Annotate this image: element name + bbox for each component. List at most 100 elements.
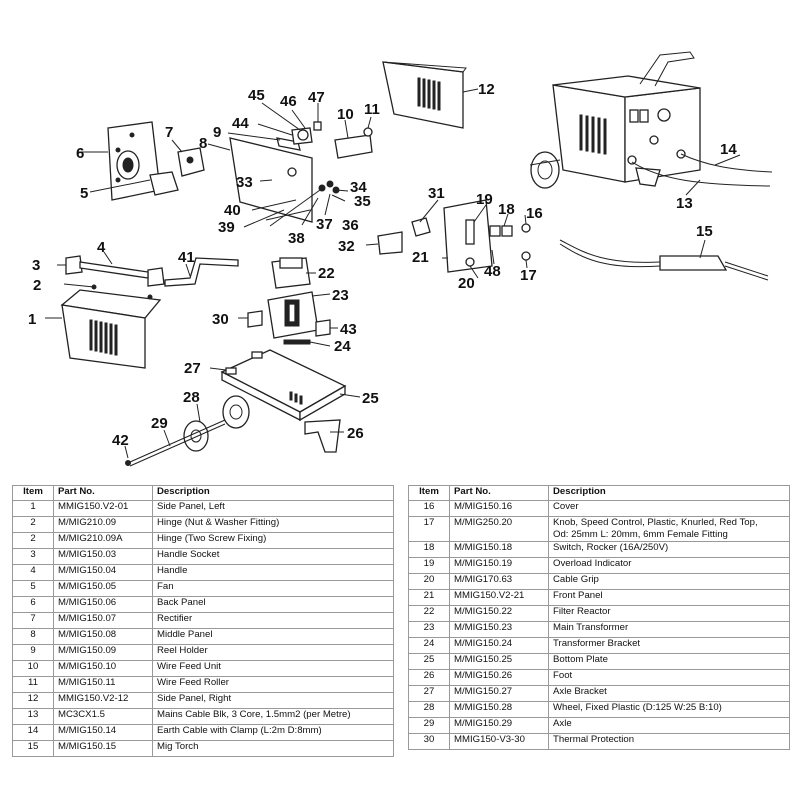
cell-part-no: M/MIG150.08 bbox=[53, 628, 153, 645]
callout-14: 14 bbox=[720, 141, 737, 158]
cell-description: Hinge (Two Screw Fixing) bbox=[152, 532, 394, 549]
cell-item: 27 bbox=[408, 685, 450, 702]
callout-44: 44 bbox=[232, 115, 249, 132]
cell-part-no: M/MIG150.23 bbox=[449, 621, 549, 638]
cell-description: Axle Bracket bbox=[548, 685, 790, 702]
cell-description: Main Transformer bbox=[548, 621, 790, 638]
cell-item: 11 bbox=[12, 676, 54, 693]
assembled-welder-drawing bbox=[529, 51, 701, 189]
cell-part-no: M/MIG250.20 bbox=[449, 516, 549, 542]
callout-6: 6 bbox=[76, 145, 84, 162]
cell-part-no: M/MIG150.05 bbox=[53, 580, 153, 597]
callout-23: 23 bbox=[332, 287, 349, 304]
header-part-no: Part No. bbox=[53, 485, 153, 501]
callout-45: 45 bbox=[248, 87, 265, 104]
cell-item: 4 bbox=[12, 564, 54, 581]
exploded-parts-diagram: 1 2 3 4 5 6 7 8 9 10 11 12 13 14 15 16 1… bbox=[28, 51, 773, 467]
callout-37: 37 bbox=[316, 216, 333, 233]
header-item: Item bbox=[12, 485, 54, 501]
cell-item: 14 bbox=[12, 724, 54, 741]
cell-description: Switch, Rocker (16A/250V) bbox=[548, 541, 790, 558]
mains-cable-drawing bbox=[631, 161, 771, 187]
callout-12: 12 bbox=[478, 81, 495, 98]
cell-description: Side Panel, Right bbox=[152, 692, 394, 709]
cell-item: 15 bbox=[12, 740, 54, 757]
cell-item: 1 bbox=[12, 500, 54, 517]
description-line: Od: 25mm L: 20mm, 6mm Female Fitting bbox=[553, 529, 728, 540]
callout-labels: 1 2 3 4 5 6 7 8 9 10 11 12 13 14 15 16 1… bbox=[28, 81, 737, 449]
cell-description: Reel Holder bbox=[152, 644, 394, 661]
callout-15: 15 bbox=[696, 223, 713, 240]
cell-description: Filter Reactor bbox=[548, 605, 790, 622]
callout-22: 22 bbox=[318, 265, 335, 282]
callout-34: 34 bbox=[350, 179, 367, 196]
callout-2: 2 bbox=[33, 277, 41, 294]
cell-description: Cable Grip bbox=[548, 573, 790, 590]
cell-part-no: M/MIG150.14 bbox=[53, 724, 153, 741]
cell-item: 24 bbox=[408, 637, 450, 654]
callout-48: 48 bbox=[484, 263, 501, 280]
cell-part-no: M/MIG150.24 bbox=[449, 637, 549, 654]
cell-item: 2 bbox=[12, 532, 54, 549]
cell-item: 12 bbox=[12, 692, 54, 709]
callout-17: 17 bbox=[520, 267, 537, 284]
handle-drawing bbox=[164, 257, 239, 287]
front-panel-drawing bbox=[377, 199, 531, 273]
cell-description: Overload Indicator bbox=[548, 557, 790, 574]
callout-40: 40 bbox=[224, 202, 241, 219]
callout-5: 5 bbox=[80, 185, 88, 202]
table-header-row: Item Part No. Description bbox=[408, 485, 790, 501]
cell-description: Wire Feed Unit bbox=[152, 660, 394, 677]
bottom-plate-drawing bbox=[220, 349, 347, 453]
callout-20: 20 bbox=[458, 275, 475, 292]
callout-32: 32 bbox=[338, 238, 355, 255]
transformer-drawing bbox=[247, 257, 331, 345]
cell-description: Fan bbox=[152, 580, 394, 597]
cell-description: Bottom Plate bbox=[548, 653, 790, 670]
callout-13: 13 bbox=[676, 195, 693, 212]
cell-item: 17 bbox=[408, 516, 450, 542]
cell-description: Middle Panel bbox=[152, 628, 394, 645]
callout-41: 41 bbox=[178, 249, 195, 266]
cell-item: 26 bbox=[408, 669, 450, 686]
cell-description: Hinge (Nut & Washer Fitting) bbox=[152, 516, 394, 533]
cell-part-no: M/MIG210.09 bbox=[53, 516, 153, 533]
earth-cable-drawing bbox=[680, 153, 773, 173]
cell-part-no: M/MIG150.19 bbox=[449, 557, 549, 574]
cell-description: Back Panel bbox=[152, 596, 394, 613]
cell-description: Handle bbox=[152, 564, 394, 581]
callout-7: 7 bbox=[165, 124, 173, 141]
cell-part-no: M/MIG150.16 bbox=[449, 500, 549, 517]
side-panel-right-drawing bbox=[382, 61, 467, 129]
back-panel-drawing bbox=[107, 121, 205, 201]
cell-description: Foot bbox=[548, 669, 790, 686]
callout-1: 1 bbox=[28, 311, 36, 328]
cell-part-no: M/MIG150.06 bbox=[53, 596, 153, 613]
cell-item: 23 bbox=[408, 621, 450, 638]
cell-item: 10 bbox=[12, 660, 54, 677]
cell-item: 21 bbox=[408, 589, 450, 606]
cell-part-no: MC3CX1.5 bbox=[53, 708, 153, 725]
cell-description: Cover bbox=[548, 500, 790, 517]
cell-item: 18 bbox=[408, 541, 450, 558]
callout-30: 30 bbox=[212, 311, 229, 328]
header-description: Description bbox=[548, 485, 790, 501]
callout-26: 26 bbox=[347, 425, 364, 442]
callout-43: 43 bbox=[340, 321, 357, 338]
cell-part-no: M/MIG150.22 bbox=[449, 605, 549, 622]
header-item: Item bbox=[408, 485, 450, 501]
callout-42: 42 bbox=[112, 432, 129, 449]
callout-38: 38 bbox=[288, 230, 305, 247]
